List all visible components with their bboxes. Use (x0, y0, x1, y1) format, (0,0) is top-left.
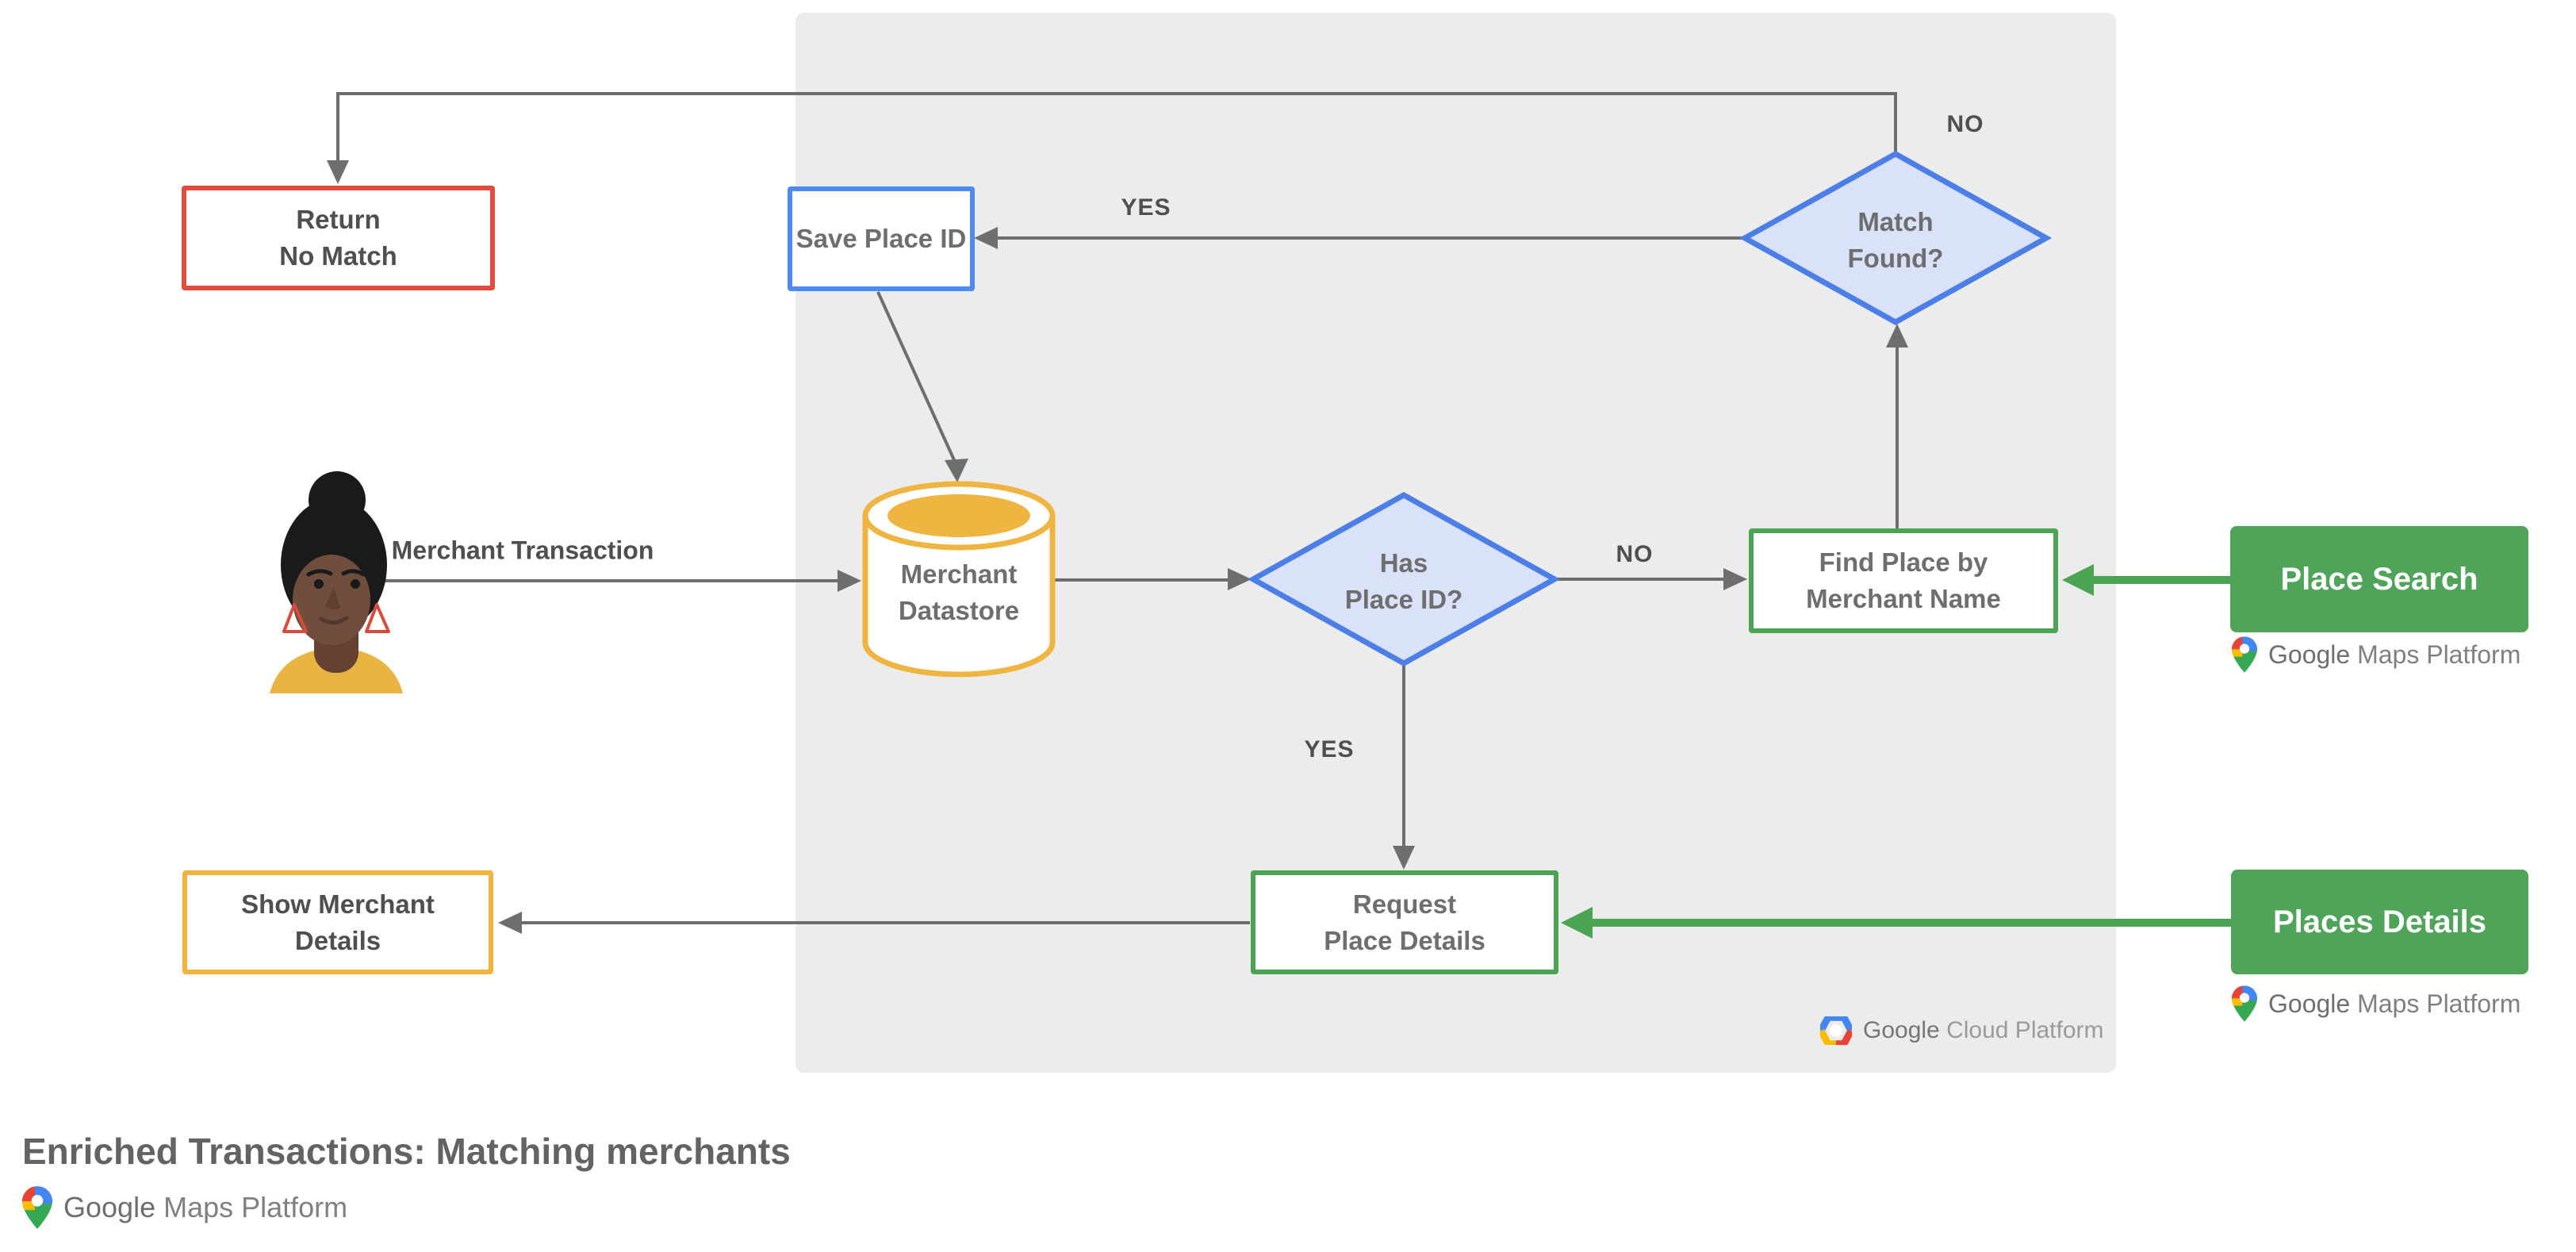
maps-pin-icon (2232, 636, 2257, 673)
save-place-id-node: Save Place ID (788, 186, 975, 291)
green-arrowheads (1561, 564, 2094, 939)
gcp-hexagon-icon (1820, 1016, 1852, 1045)
node-label-line: No Match (279, 241, 397, 271)
api-label: Place Search (2280, 561, 2478, 597)
yes-label-top: YES (1121, 194, 1171, 221)
places-details-api-node: Places Details (2231, 870, 2528, 974)
api-label: Places Details (2272, 904, 2487, 939)
person-avatar (270, 471, 403, 693)
maps-pin-icon (22, 1186, 52, 1229)
edge-saveplaceid-to-datastore (876, 291, 956, 463)
merchant-datastore-label: Merchant Datastore (898, 559, 1020, 625)
merchant-transaction-label: Merchant Transaction (391, 536, 654, 565)
gmp-lockup-place-search: Google Maps Platform (2232, 636, 2520, 673)
gmp-lockup-places-details: Google Maps Platform (2232, 985, 2520, 1022)
node-label-line: Details (294, 925, 381, 955)
show-merchant-details-node: Show Merchant Details (182, 870, 493, 974)
node-label-line: Return (296, 205, 381, 234)
node-label-line: Request (1352, 889, 1457, 919)
return-no-match-node: Return No Match (182, 186, 495, 290)
find-place-by-merchant-name-node: Find Place by Merchant Name (1749, 528, 2058, 633)
node-label-line: Show Merchant (241, 889, 435, 919)
match-found-diamond (1738, 150, 2053, 326)
green-api-edges (1588, 576, 2231, 927)
request-place-details-node: Request Place Details (1251, 870, 1558, 974)
gmp-lockup-text: Google Maps Platform (2268, 989, 2521, 1018)
merchant-datastore-cylinder (862, 481, 1056, 678)
has-place-id-label: Has Place ID? (1344, 548, 1463, 614)
gmp-lockup-footer: Google Maps Platform (22, 1185, 347, 1230)
gray-arrowheads (327, 160, 1908, 934)
yes-label-bottom: YES (1304, 736, 1355, 762)
gcp-lockup-text: Google Cloud Platform (1863, 1017, 2104, 1043)
page-title: Enriched Transactions: Matching merchant… (22, 1131, 791, 1172)
node-label-line: Place Details (1324, 925, 1485, 955)
match-found-label: Match Found? (1847, 207, 1944, 273)
maps-pin-icon (2232, 985, 2257, 1022)
gmp-lockup-text: Google Maps Platform (63, 1191, 348, 1223)
gcp-lockup: Google Cloud Platform (1820, 1016, 2104, 1045)
edge-matchfound-no-to-return (336, 92, 1897, 160)
has-place-id-diamond (1247, 491, 1561, 667)
node-label-line: Merchant Name (1806, 584, 2001, 613)
place-search-api-node: Place Search (2230, 526, 2528, 632)
no-label-top: NO (1946, 111, 1984, 137)
node-label-line: Save Place ID (795, 224, 967, 253)
node-label-line: Find Place by (1819, 547, 1988, 577)
gmp-lockup-text: Google Maps Platform (2268, 639, 2521, 669)
no-label-mid: NO (1616, 541, 1654, 567)
